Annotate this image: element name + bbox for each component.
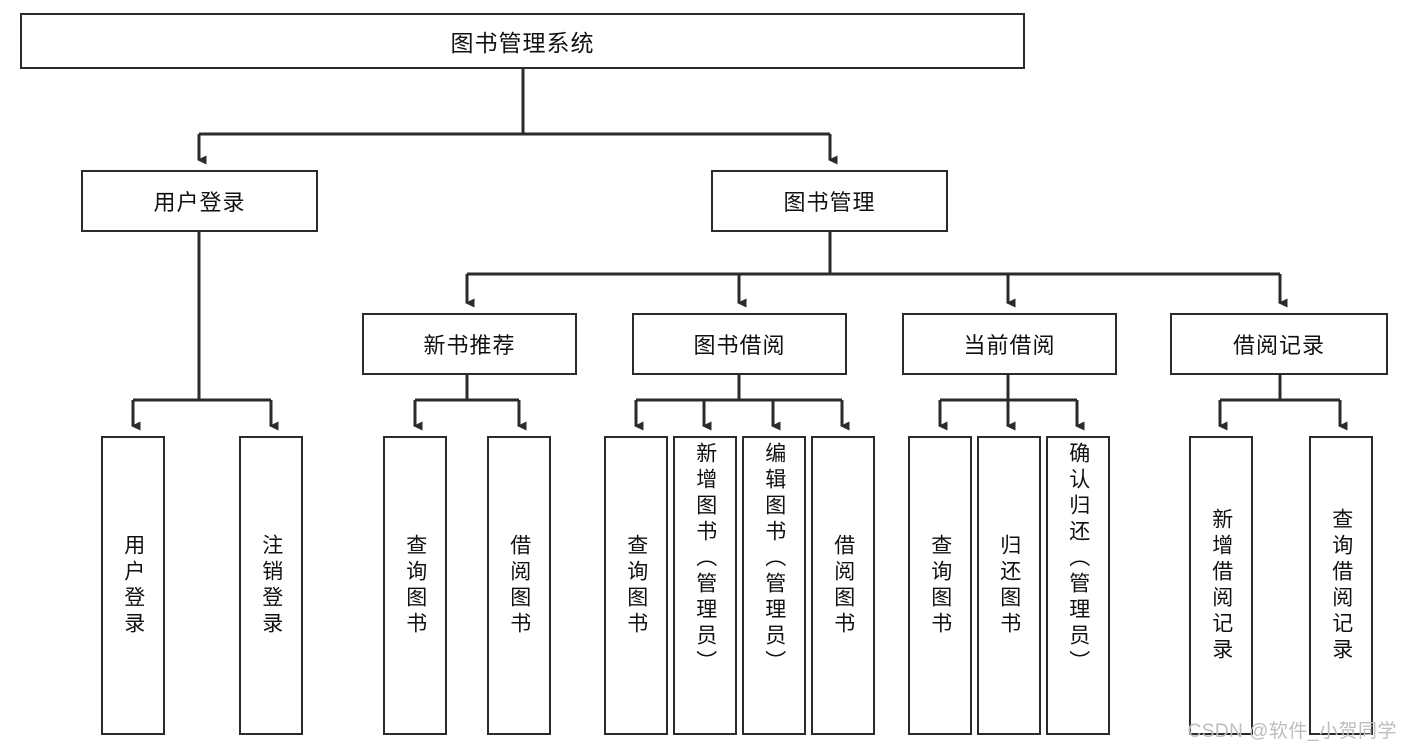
leaf-return-book[interactable]: 归还图书: [977, 436, 1041, 735]
leaf-label: 借阅图书: [507, 533, 531, 638]
leaf-logout[interactable]: 注销登录: [239, 436, 303, 735]
node-label: 图书管理: [783, 190, 876, 215]
leaf-query-book-current[interactable]: 查询图书: [908, 436, 972, 735]
leaf-label: 查询图书: [624, 533, 648, 638]
leaf-label: 编辑图书（管理员）: [762, 442, 786, 676]
leaf-user-login[interactable]: 用户登录: [101, 436, 165, 735]
node-label: 借阅记录: [1232, 333, 1325, 358]
node-root-system[interactable]: 图书管理系统: [20, 13, 1025, 69]
leaf-add-borrow-record[interactable]: 新增借阅记录: [1189, 436, 1253, 735]
leaf-label: 确认归还（管理员）: [1066, 442, 1090, 676]
leaf-add-book-admin[interactable]: 新增图书（管理员）: [673, 436, 737, 735]
leaf-query-borrow-record[interactable]: 查询借阅记录: [1309, 436, 1373, 735]
leaf-confirm-return-admin[interactable]: 确认归还（管理员）: [1046, 436, 1110, 735]
node-new-book-recommend[interactable]: 新书推荐: [362, 313, 577, 375]
node-borrow-record[interactable]: 借阅记录: [1170, 313, 1388, 375]
node-label: 图书借阅: [693, 333, 786, 358]
leaf-borrow-book-recommend[interactable]: 借阅图书: [487, 436, 551, 735]
node-label: 当前借阅: [963, 333, 1056, 358]
node-book-borrow[interactable]: 图书借阅: [632, 313, 847, 375]
leaf-label: 归还图书: [997, 533, 1021, 638]
node-label: 用户登录: [153, 190, 246, 215]
leaf-label: 注销登录: [259, 533, 283, 638]
node-user-login[interactable]: 用户登录: [81, 170, 318, 232]
leaf-label: 查询借阅记录: [1329, 507, 1353, 664]
leaf-label: 借阅图书: [831, 533, 855, 638]
leaf-query-book-borrow[interactable]: 查询图书: [604, 436, 668, 735]
leaf-edit-book-admin[interactable]: 编辑图书（管理员）: [742, 436, 806, 735]
node-label: 新书推荐: [423, 333, 516, 358]
node-label: 图书管理系统: [450, 30, 595, 56]
node-current-borrow[interactable]: 当前借阅: [902, 313, 1117, 375]
leaf-borrow-book[interactable]: 借阅图书: [811, 436, 875, 735]
leaf-label: 查询图书: [403, 533, 427, 638]
node-book-management[interactable]: 图书管理: [711, 170, 948, 232]
leaf-query-book-recommend[interactable]: 查询图书: [383, 436, 447, 735]
leaf-label: 用户登录: [121, 533, 145, 638]
leaf-label: 查询图书: [928, 533, 952, 638]
watermark: CSDN @软件_小贺同学: [1187, 721, 1397, 742]
leaf-label: 新增图书（管理员）: [693, 442, 717, 676]
leaf-label: 新增借阅记录: [1209, 507, 1233, 664]
